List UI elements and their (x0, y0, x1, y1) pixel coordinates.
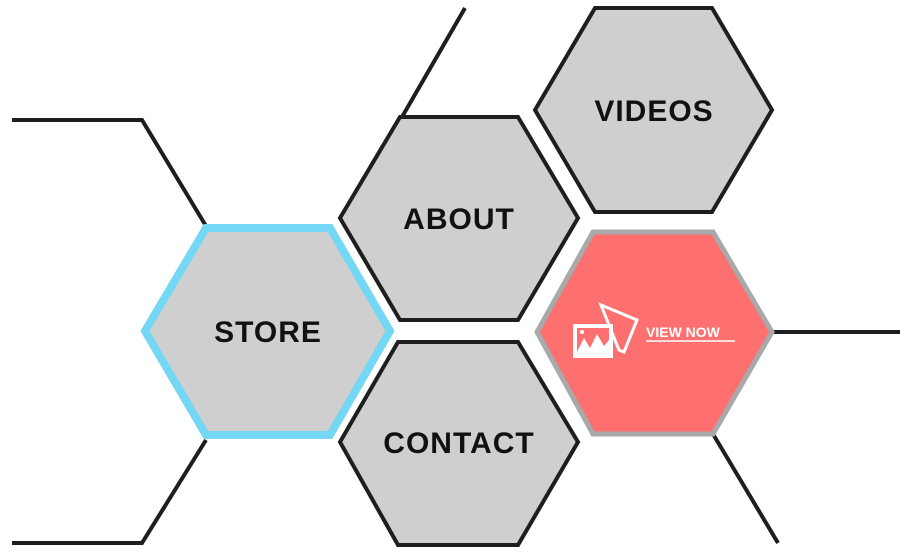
menu-label-about: ABOUT (403, 203, 515, 236)
menu-item-store[interactable]: STORE (140, 224, 395, 439)
hexagon (534, 229, 775, 437)
view-now-button[interactable]: VIEW NOW (534, 229, 775, 437)
hexagon (140, 224, 395, 439)
photos-icon (573, 302, 639, 358)
menu-label-videos: VIDEOS (594, 95, 713, 128)
hexagon (337, 340, 581, 547)
menu-item-about[interactable]: ABOUT (337, 115, 581, 322)
connector-line (12, 118, 208, 228)
connector-line (400, 6, 467, 119)
hexagon (337, 115, 581, 322)
menu-item-videos[interactable]: VIDEOS (532, 6, 775, 214)
connector-line (12, 438, 208, 545)
menu-label-store: STORE (214, 316, 322, 349)
menu-item-contact[interactable]: CONTACT (337, 340, 581, 547)
hexagon (532, 6, 775, 214)
connector-line (711, 432, 780, 545)
view-now-label: VIEW NOW (646, 324, 721, 340)
menu-label-contact: CONTACT (383, 427, 534, 460)
connector-lines (12, 6, 900, 545)
